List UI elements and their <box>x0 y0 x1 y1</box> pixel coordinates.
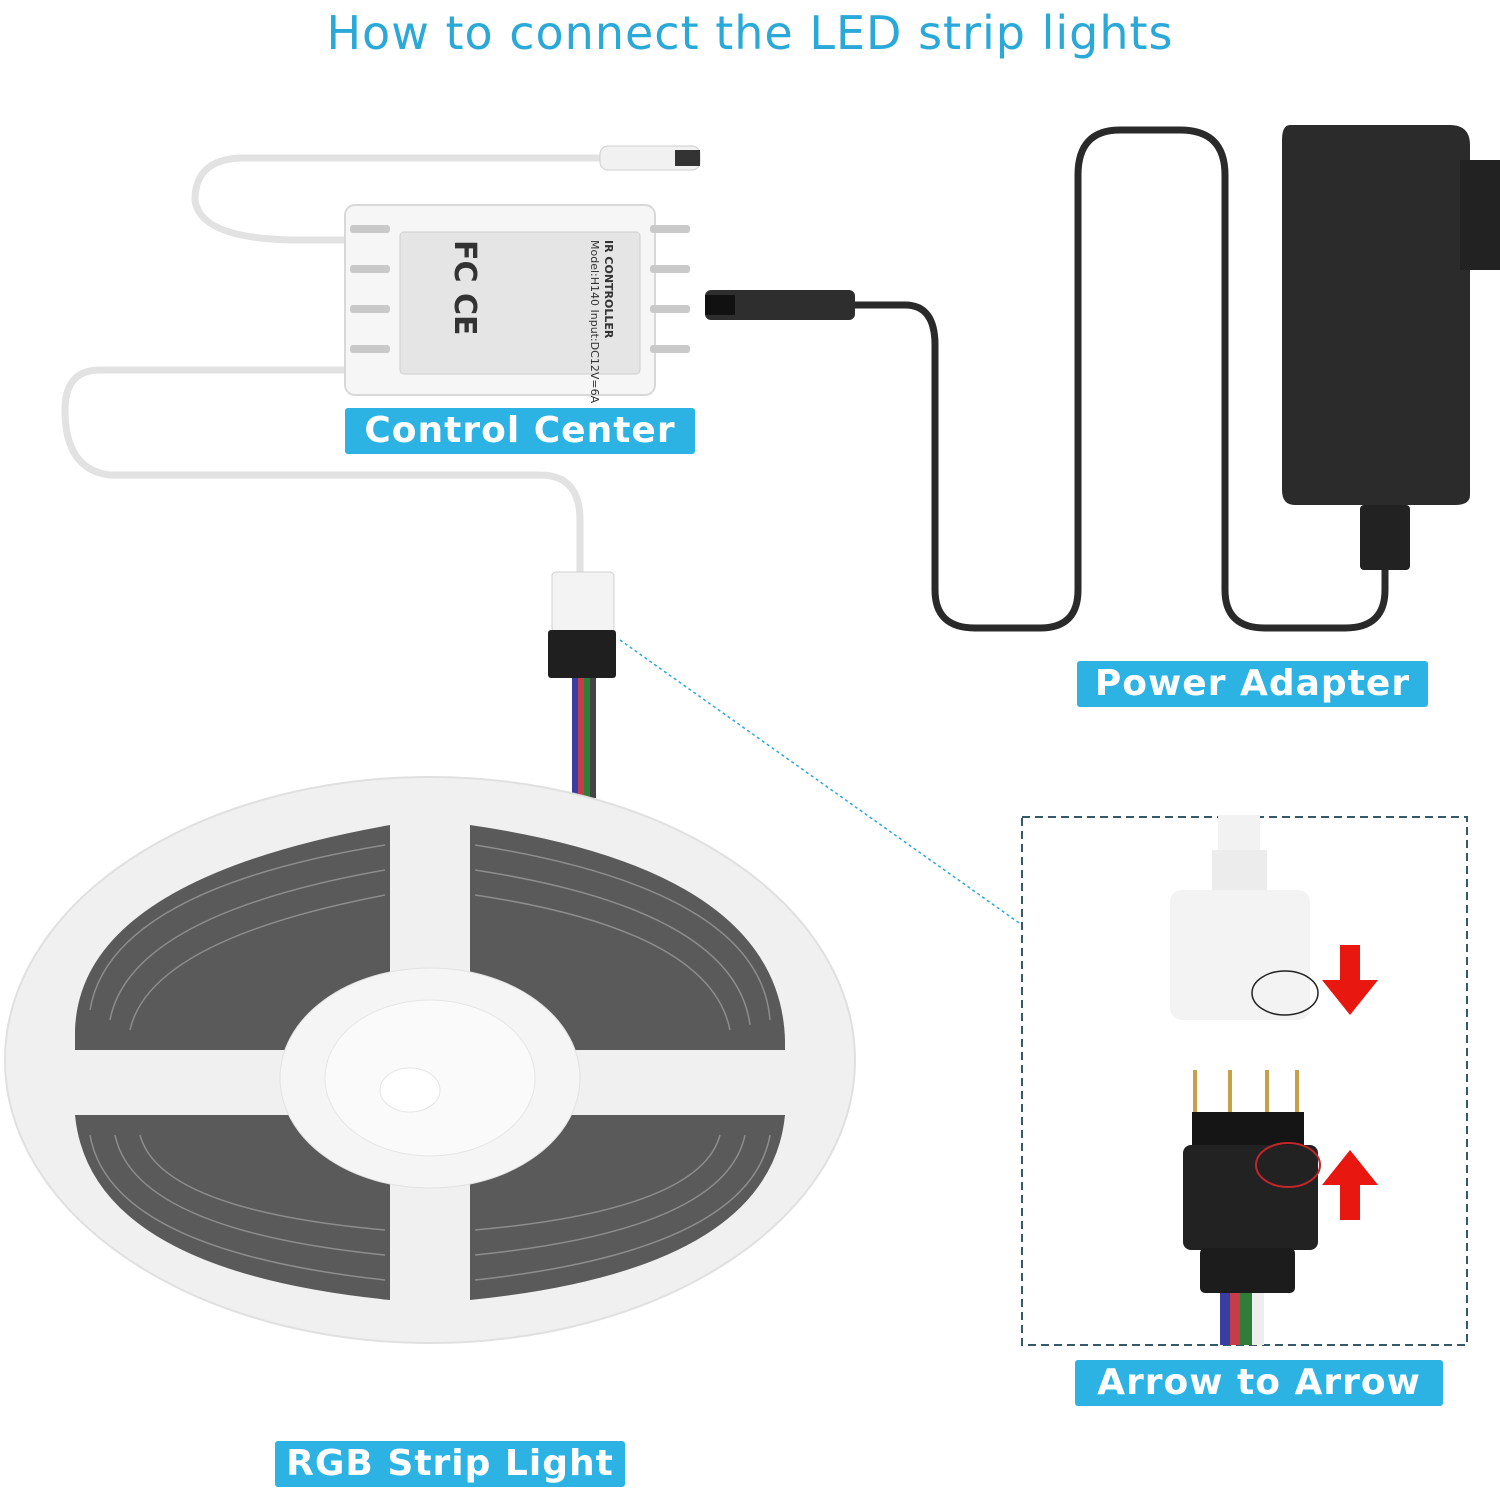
label-arrow-to-arrow: Arrow to Arrow <box>1075 1360 1443 1406</box>
dc-plug-black <box>705 290 855 320</box>
arrow-down-icon <box>1322 945 1378 1015</box>
control-center-box: IR CONTROLLER Model:H140 Input:DC12V=6A … <box>344 204 690 404</box>
guide-line <box>619 639 1023 926</box>
power-adapter <box>1282 125 1500 570</box>
rgb-connector <box>548 571 616 798</box>
arrow-up-icon <box>1322 1150 1378 1220</box>
led-strip-reel <box>4 776 856 1344</box>
plate-title: IR CONTROLLER <box>602 240 615 339</box>
plate-marks: FC CE <box>447 240 482 335</box>
male-connector <box>1183 1070 1321 1345</box>
dc-plug-white <box>599 145 701 171</box>
label-rgb-strip-light: RGB Strip Light <box>275 1441 625 1487</box>
label-control-center: Control Center <box>345 408 695 454</box>
power-cable <box>851 126 1389 632</box>
label-power-adapter: Power Adapter <box>1077 661 1428 707</box>
plate-model: Model:H140 Input:DC12V=6A <box>588 240 601 404</box>
female-connector <box>1170 815 1319 1020</box>
page-title: How to connect the LED strip lights <box>326 6 1174 60</box>
controller-white-cable <box>61 154 604 579</box>
